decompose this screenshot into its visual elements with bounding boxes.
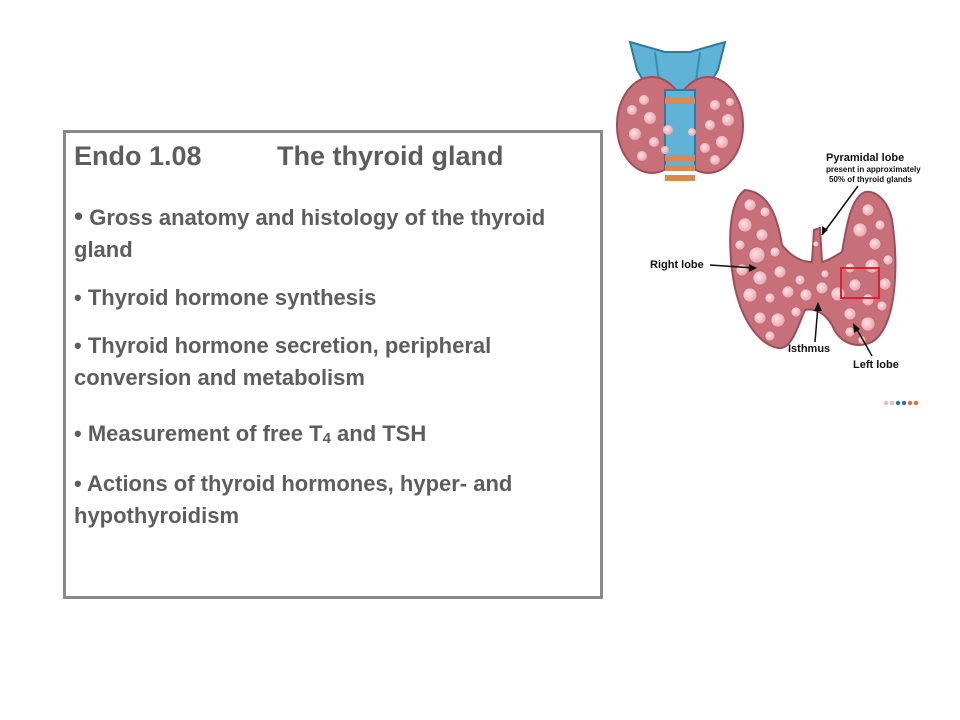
label-isthmus: Isthmus [788,343,830,355]
bullet-anatomy-text: Gross anatomy and histology of the thyro… [74,205,546,262]
bullet-secretion-text: Thyroid hormone secretion, peripheral co… [74,333,492,390]
bullet-actions-text: Actions of thyroid hormones, hyper- and … [74,471,513,528]
larynx-illustration [616,40,744,181]
bullet-synthesis: • Thyroid hormone synthesis [74,285,377,310]
slide-code: Endo 1.08 [74,141,202,171]
decorative-dots [883,400,919,406]
label-right-lobe: Right lobe [650,259,704,271]
bullet-synthesis-text: Thyroid hormone synthesis [87,285,377,310]
label-pyramidal-note1: present in approximately [826,165,921,174]
bullet-measurement-text: Measurement of free T [87,421,323,446]
bullet-measurement: • Measurement of free T4 and TSH [74,421,427,447]
figure-labels: Pyramidal lobe present in approximately … [650,152,921,371]
bullet-secretion: • Thyroid hormone secretion, peripheral … [74,333,492,390]
label-pyramidal-note2: 50% of thyroid glands [829,175,913,184]
label-left-lobe: Left lobe [853,359,899,371]
label-pyramidal-lobe: Pyramidal lobe [826,152,904,164]
thyroid-gland-diagram [729,188,897,350]
bullet-anatomy: • Gross anatomy and histology of the thy… [74,201,546,262]
bullet-actions: • Actions of thyroid hormones, hyper- an… [74,471,513,528]
thyroid-illustration: Pyramidal lobe present in approximately … [616,40,921,406]
content-panel [63,130,603,599]
bullet-measurement-tail: and TSH [330,421,427,446]
slide-title-text: The thyroid gland [277,141,504,171]
highlight-box [840,267,880,299]
t4-subscript: 4 [322,430,331,447]
slide-title: Endo 1.08 The thyroid gland [74,141,504,172]
